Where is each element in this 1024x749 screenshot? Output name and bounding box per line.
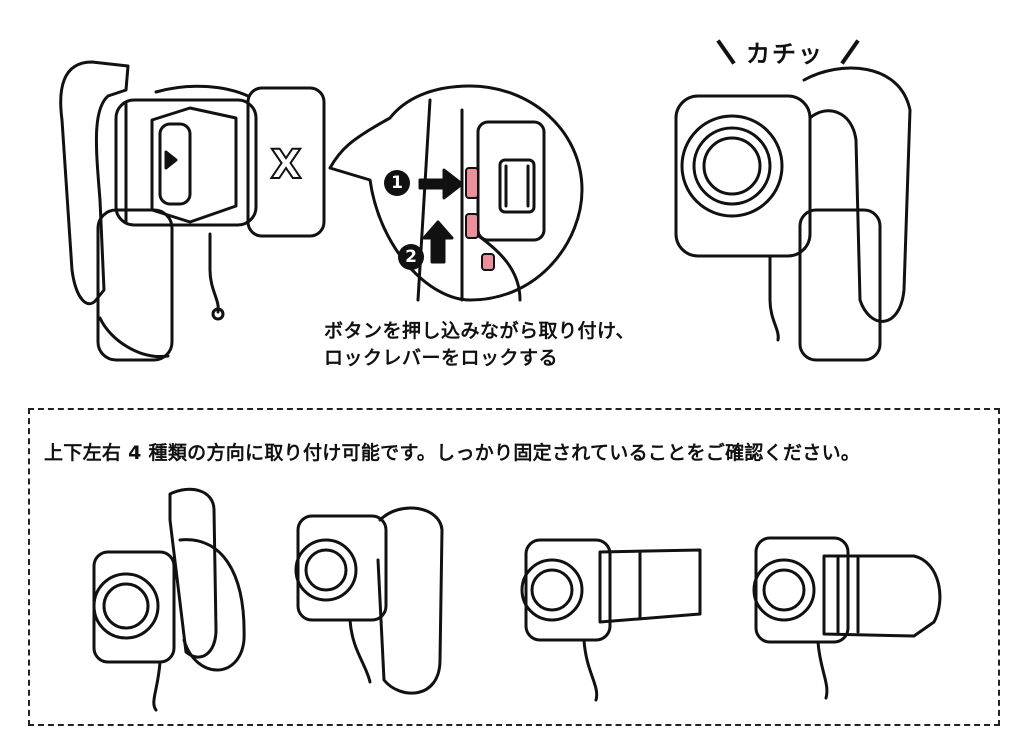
variant-3 [520, 538, 702, 702]
zoom-callout [328, 84, 584, 302]
orientation-note: 上下左右 4 種類の方向に取り付け可能です。しっかり固定されていることをご確認く… [44, 442, 861, 464]
sound-tick-left [716, 39, 736, 65]
attach-instruction: ボタンを押し込みながら取り付け、 ロックレバーをロックする [324, 318, 635, 372]
attach-instruction-line-1: ボタンを押し込みながら取り付け、 [324, 320, 636, 342]
brand-logo: X [271, 142, 302, 188]
attach-instruction-line-2: ロックレバーをロックする [324, 347, 559, 369]
clip-left [59, 60, 174, 362]
step-1-marker: 1 [384, 170, 410, 196]
click-sound-text: カチッ [746, 40, 824, 68]
lock-lever [465, 213, 479, 239]
step-2-marker: 2 [398, 244, 424, 270]
variant-2 [294, 506, 444, 695]
device-right-assembled [674, 66, 912, 362]
sound-tick-right [840, 39, 860, 65]
click-sound-label: カチッ [716, 32, 868, 72]
variant-1 [92, 487, 246, 712]
arrow-lock-up [422, 220, 454, 264]
variant-4 [752, 536, 942, 700]
orientation-panel [28, 408, 1000, 726]
camera-mount-left [114, 84, 326, 321]
arrow-push-right [418, 168, 464, 200]
release-button [465, 167, 479, 199]
